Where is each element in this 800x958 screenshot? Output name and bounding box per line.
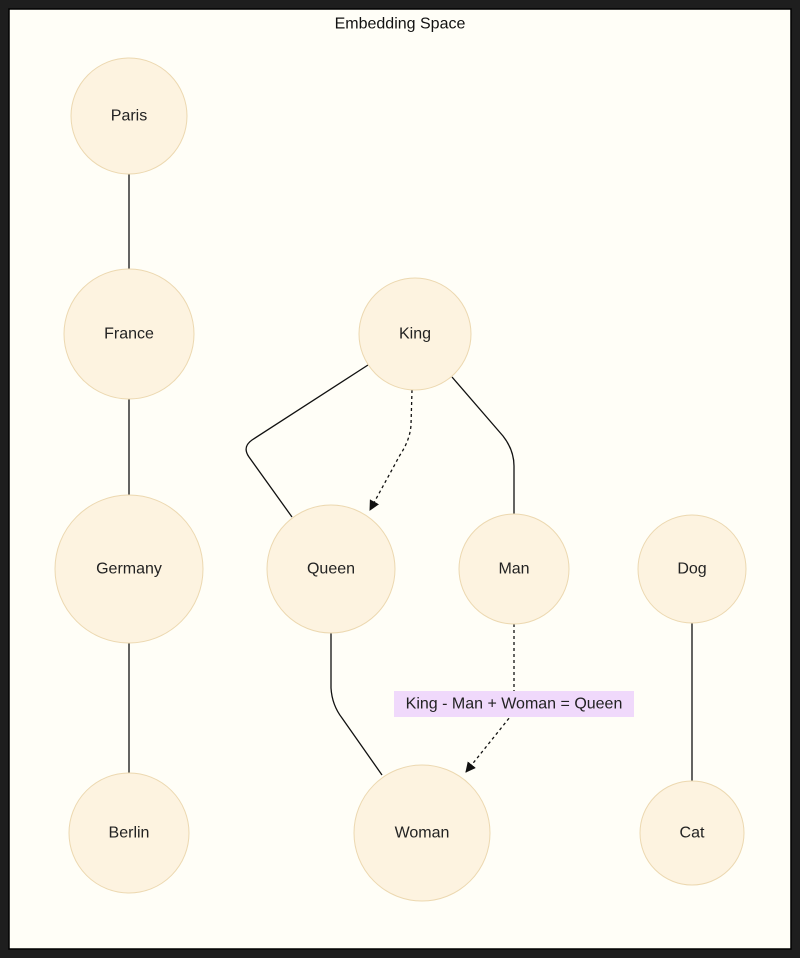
- node-france[interactable]: France: [63, 268, 195, 400]
- node-label: Berlin: [109, 825, 150, 842]
- node-label: Germany: [96, 561, 162, 578]
- node-label: Queen: [307, 561, 355, 578]
- node-paris[interactable]: Paris: [70, 57, 188, 175]
- node-label: King: [399, 326, 431, 343]
- node-berlin[interactable]: Berlin: [68, 772, 190, 894]
- node-label: Paris: [111, 108, 147, 125]
- edge-man-woman-dotted: [465, 624, 515, 773]
- node-label: Cat: [680, 825, 705, 842]
- node-king[interactable]: King: [358, 277, 472, 391]
- node-label: Woman: [395, 825, 450, 842]
- edge-label-bg: [394, 691, 634, 717]
- edge-label: King - Man + Woman = Queen: [406, 696, 623, 713]
- node-man[interactable]: Man: [458, 513, 570, 625]
- node-woman[interactable]: Woman: [353, 764, 491, 902]
- node-cat[interactable]: Cat: [639, 780, 745, 886]
- edge-king-queen-dotted: [369, 389, 413, 511]
- node-label: France: [104, 326, 154, 343]
- edge-king-man: [451, 376, 515, 514]
- subgraph-title: Embedding Space: [335, 16, 466, 33]
- node-label: Man: [498, 561, 529, 578]
- node-queen[interactable]: Queen: [266, 504, 396, 634]
- node-label: Dog: [677, 561, 706, 578]
- node-dog[interactable]: Dog: [637, 514, 747, 624]
- node-germany[interactable]: Germany: [54, 494, 204, 644]
- edge-king-queen: [245, 364, 369, 518]
- edge-queen-woman: [330, 633, 383, 776]
